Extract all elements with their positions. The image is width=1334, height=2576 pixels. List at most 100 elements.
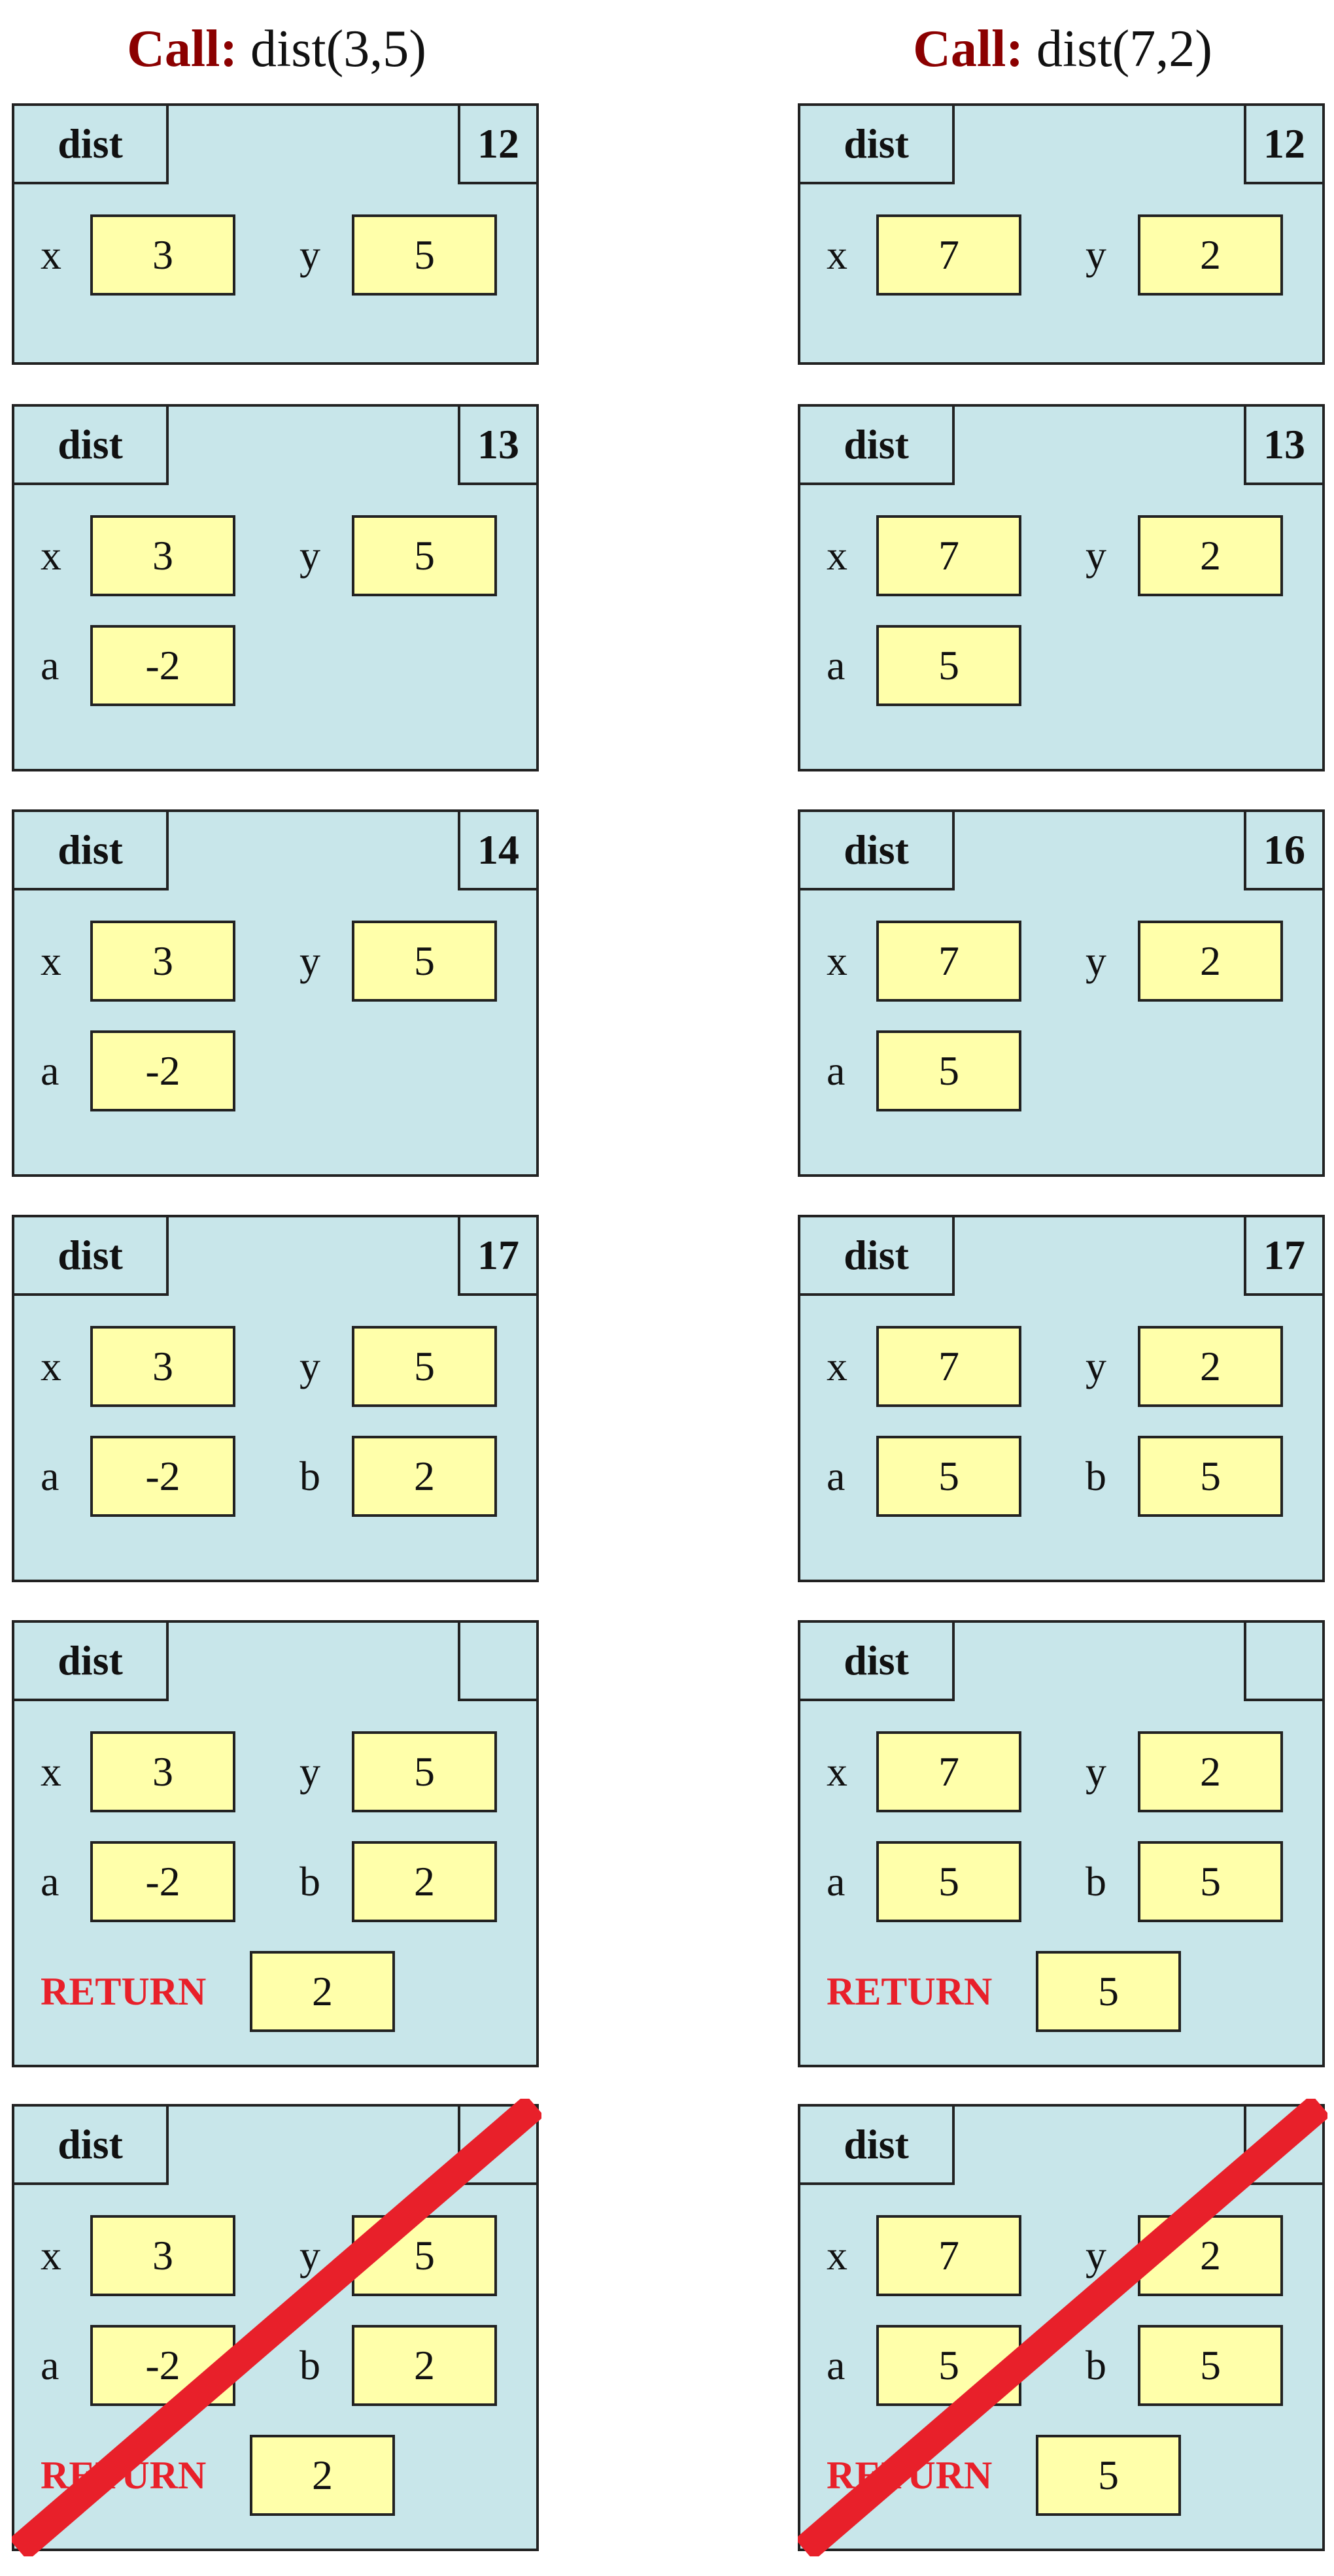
frame-function-name: dist <box>12 809 169 890</box>
var-label-a: a <box>41 642 60 688</box>
var-label-y: y <box>1086 532 1106 579</box>
var-value-y: 5 <box>352 214 497 296</box>
frame-function-name: dist <box>798 2104 955 2185</box>
var-label-a: a <box>827 642 846 688</box>
return-row: RETURN 2 <box>14 2435 541 2516</box>
call-frame: dist 16 x 7 y 2 a 5 <box>798 809 1325 1177</box>
call-frame: dist 13 x 3 y 5 a -2 <box>12 404 539 771</box>
var-value-x: 3 <box>90 1326 235 1407</box>
var-label-a: a <box>41 1047 60 1094</box>
call-column-right: Call: dist(7,2) dist 12 x 7 y 2 dist 13 … <box>798 0 1327 2576</box>
frame-line-number: 14 <box>458 809 539 890</box>
frame-line-number <box>458 2104 539 2185</box>
var-label-b: b <box>299 2342 320 2388</box>
frame-line-number: 17 <box>458 1215 539 1296</box>
var-label-x: x <box>41 1748 61 1795</box>
var-label-x: x <box>41 2232 61 2279</box>
variable-row: a -2 b 2 <box>14 1436 541 1517</box>
call-frame: dist 14 x 3 y 5 a -2 <box>12 809 539 1177</box>
frame-function-name: dist <box>798 1620 955 1701</box>
variable-row: x 7 y 2 <box>800 921 1327 1002</box>
frame-function-name: dist <box>12 2104 169 2185</box>
var-value-y: 5 <box>352 2215 497 2296</box>
var-value-x: 3 <box>90 214 235 296</box>
call-frame: dist x 7 y 2 a 5 b 5 RETURN 5 <box>798 1620 1325 2067</box>
variable-row: x 3 y 5 <box>14 515 541 596</box>
call-column-left: Call: dist(3,5) dist 12 x 3 y 5 dist 13 … <box>12 0 541 2576</box>
return-value: 2 <box>250 1951 395 2032</box>
var-value-y: 5 <box>352 1731 497 1812</box>
var-label-a: a <box>41 2342 60 2388</box>
variable-row: x 7 y 2 <box>800 1731 1327 1812</box>
variable-row: a -2 <box>14 625 541 706</box>
var-value-a: -2 <box>90 1841 235 1922</box>
var-label-b: b <box>1086 1858 1106 1905</box>
var-label-a: a <box>41 1453 60 1499</box>
return-label: RETURN <box>41 1970 207 2013</box>
frame-line-number: 13 <box>458 404 539 485</box>
frame-line-number: 12 <box>1244 103 1325 184</box>
return-value: 5 <box>1036 1951 1181 2032</box>
call-frame: dist 12 x 7 y 2 <box>798 103 1325 365</box>
var-label-y: y <box>299 2232 320 2279</box>
call-title: Call: dist(7,2) <box>798 13 1327 85</box>
frame-function-name: dist <box>798 809 955 890</box>
variable-row: x 7 y 2 <box>800 214 1327 296</box>
variable-row: x 7 y 2 <box>800 1326 1327 1407</box>
call-label: Call: <box>913 20 1023 78</box>
var-label-x: x <box>41 938 61 984</box>
var-label-b: b <box>299 1453 320 1499</box>
var-label-a: a <box>41 1858 60 1905</box>
var-value-b: 5 <box>1138 1841 1283 1922</box>
call-frame: dist 12 x 3 y 5 <box>12 103 539 365</box>
var-value-x: 7 <box>876 921 1021 1002</box>
var-value-a: 5 <box>876 1436 1021 1517</box>
frame-line-number <box>1244 2104 1325 2185</box>
call-title: Call: dist(3,5) <box>12 13 541 85</box>
var-value-x: 3 <box>90 515 235 596</box>
var-value-b: 2 <box>352 1436 497 1517</box>
var-value-a: 5 <box>876 625 1021 706</box>
return-row: RETURN 5 <box>800 1951 1327 2032</box>
frame-line-number: 17 <box>1244 1215 1325 1296</box>
var-label-x: x <box>41 532 61 579</box>
var-label-y: y <box>1086 938 1106 984</box>
var-value-x: 7 <box>876 2215 1021 2296</box>
var-value-x: 7 <box>876 214 1021 296</box>
var-value-y: 5 <box>352 515 497 596</box>
variable-row: x 3 y 5 <box>14 2215 541 2296</box>
var-label-y: y <box>299 532 320 579</box>
call-expression: dist(3,5) <box>250 20 426 78</box>
return-value: 2 <box>250 2435 395 2516</box>
var-value-y: 2 <box>1138 1326 1283 1407</box>
variable-row: x 7 y 2 <box>800 2215 1327 2296</box>
var-value-a: -2 <box>90 1436 235 1517</box>
var-label-a: a <box>827 1453 846 1499</box>
frame-line-number: 13 <box>1244 404 1325 485</box>
call-frame-erased: dist x 7 y 2 a 5 b 5 RETURN 5 <box>798 2104 1325 2551</box>
variable-row: x 3 y 5 <box>14 1326 541 1407</box>
variable-row: a 5 <box>800 625 1327 706</box>
var-value-b: 5 <box>1138 1436 1283 1517</box>
frame-function-name: dist <box>798 404 955 485</box>
var-label-x: x <box>827 2232 847 2279</box>
var-value-a: 5 <box>876 1841 1021 1922</box>
return-label: RETURN <box>827 1970 993 2013</box>
return-label: RETURN <box>41 2454 207 2497</box>
call-frame: dist 17 x 3 y 5 a -2 b 2 <box>12 1215 539 1582</box>
var-value-x: 3 <box>90 2215 235 2296</box>
call-label: Call: <box>127 20 237 78</box>
variable-row: a 5 b 5 <box>800 1436 1327 1517</box>
var-value-y: 2 <box>1138 515 1283 596</box>
return-value: 5 <box>1036 2435 1181 2516</box>
variable-row: x 3 y 5 <box>14 1731 541 1812</box>
var-label-b: b <box>1086 1453 1106 1499</box>
var-label-y: y <box>299 1748 320 1795</box>
var-label-y: y <box>299 231 320 278</box>
variable-row: a -2 <box>14 1030 541 1111</box>
call-frame: dist 17 x 7 y 2 a 5 b 5 <box>798 1215 1325 1582</box>
var-value-y: 2 <box>1138 921 1283 1002</box>
return-row: RETURN 5 <box>800 2435 1327 2516</box>
var-value-b: 2 <box>352 1841 497 1922</box>
var-value-y: 5 <box>352 921 497 1002</box>
